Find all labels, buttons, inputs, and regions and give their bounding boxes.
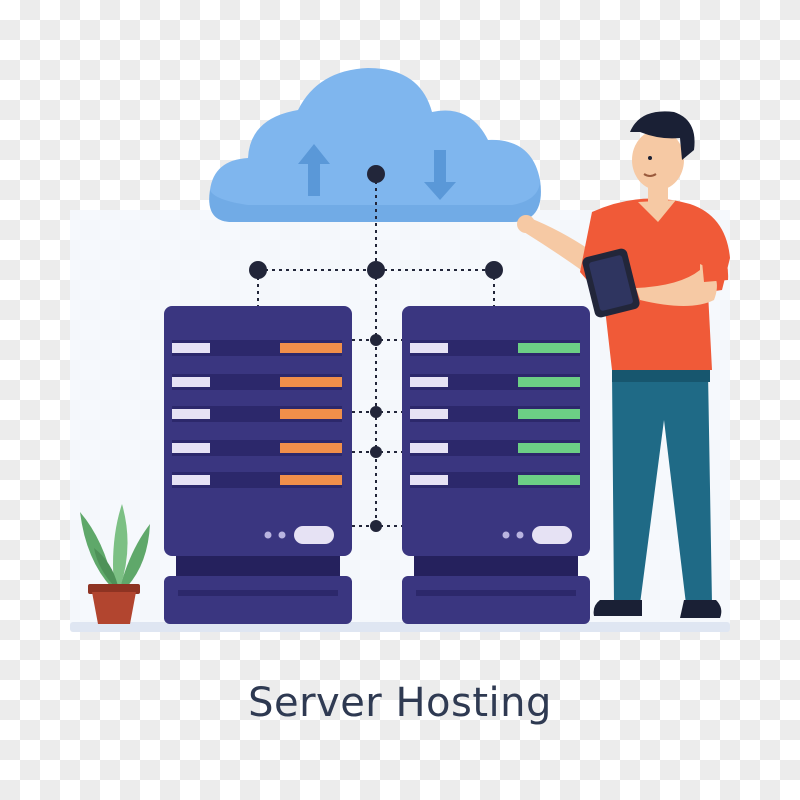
potted-plant-icon <box>80 504 150 624</box>
upload-arrow-icon <box>298 144 330 196</box>
server-slots-right <box>410 340 580 488</box>
network-connections <box>257 174 495 527</box>
network-nodes <box>249 165 503 532</box>
page-title: Server Hosting <box>248 680 552 726</box>
server-rack-icon <box>164 306 352 624</box>
download-arrow-icon <box>424 150 456 200</box>
floor-line <box>70 622 730 632</box>
server-slots-left <box>172 340 342 488</box>
server-rack-icon <box>402 306 590 624</box>
cloud-icon <box>209 68 541 222</box>
person-with-tablet-icon <box>517 111 730 618</box>
